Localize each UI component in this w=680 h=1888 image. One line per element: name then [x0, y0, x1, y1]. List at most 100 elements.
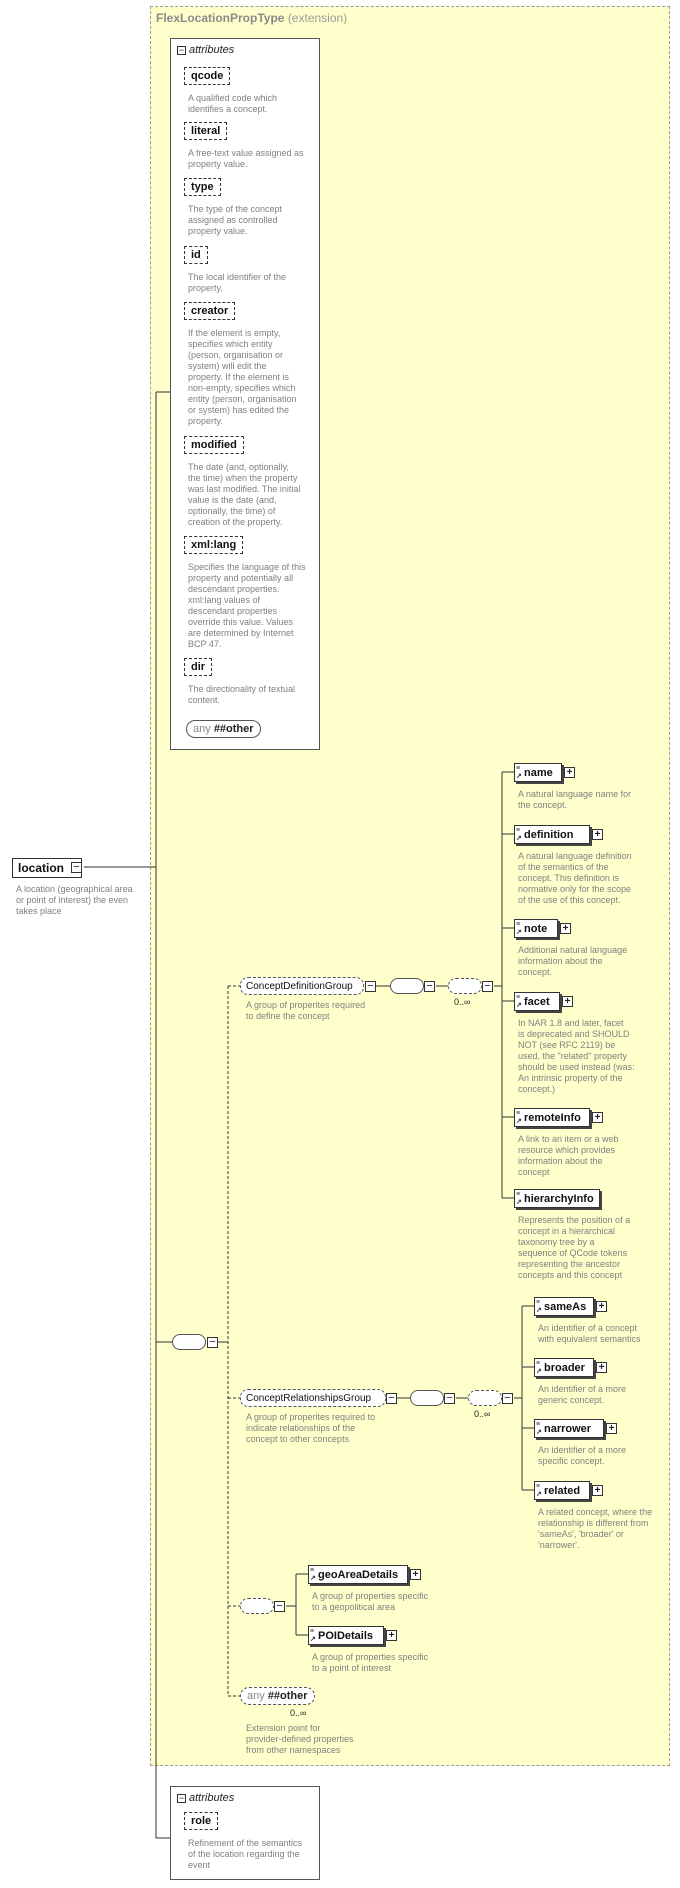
attribute-literal[interactable]: literal — [184, 122, 228, 140]
element-ref-icon: ↗ — [536, 1491, 542, 1498]
local-attributes-label: attributes — [189, 1792, 235, 1804]
description-line: optionally, the time) of — [188, 506, 276, 516]
element-sameas[interactable]: ≡↗sameAs — [534, 1297, 594, 1316]
element-note[interactable]: ≡↗note — [514, 919, 558, 938]
attribute-id[interactable]: id — [184, 246, 208, 264]
description-line: A natural language definition — [518, 851, 632, 861]
description-line: from other namespaces — [246, 1745, 341, 1755]
expand-icon[interactable]: + — [560, 923, 571, 934]
element-ref-icon: ↗ — [516, 1199, 522, 1206]
element-broader[interactable]: ≡↗broader — [534, 1358, 594, 1377]
expand-icon[interactable]: + — [606, 1423, 617, 1434]
element-remoteinfo[interactable]: ≡↗remoteInfo — [514, 1108, 590, 1127]
description-line: The local identifier of the — [188, 272, 287, 282]
crg-collapse-icon[interactable]: − — [386, 1393, 397, 1404]
root-collapse-icon[interactable]: − — [71, 862, 82, 873]
location-choice-compositor — [240, 1598, 274, 1614]
description-line: specifies which entity — [188, 339, 273, 349]
description-line: A group of properties specific — [312, 1652, 429, 1662]
description-line: A group of properties specific — [312, 1591, 429, 1601]
description-line: An identifier of a concept — [538, 1323, 638, 1333]
description-line: concept to other concepts — [246, 1434, 350, 1444]
expand-icon[interactable]: + — [564, 767, 575, 778]
description-line: of the semantics of the — [518, 862, 609, 872]
element-ref-icon: ↗ — [516, 1118, 522, 1125]
expand-icon[interactable]: + — [410, 1569, 421, 1580]
attribute-dir[interactable]: dir — [184, 658, 213, 676]
element-ref-icon: ↗ — [310, 1575, 316, 1582]
description-line: 'sameAs', 'broader' or — [538, 1529, 624, 1539]
description-line: representing the ancestor — [518, 1259, 621, 1269]
description-line: A qualified code which — [188, 93, 278, 103]
cdg-sequence-collapse-icon[interactable]: − — [424, 981, 435, 992]
description-line: is deprecated and SHOULD — [518, 1029, 630, 1039]
any-other-keyword: any — [247, 1690, 265, 1702]
element-type-icon: ≡ — [310, 1567, 315, 1574]
element-ref-icon: ↗ — [516, 1002, 522, 1009]
expand-icon[interactable]: + — [562, 996, 573, 1007]
crg-choice-collapse-icon[interactable]: − — [502, 1393, 513, 1404]
expand-icon[interactable]: + — [386, 1630, 397, 1641]
expand-icon[interactable]: + — [596, 1362, 607, 1373]
cdg-collapse-icon[interactable]: − — [365, 981, 376, 992]
description-line: indicate relationships of the — [246, 1423, 356, 1433]
expand-icon[interactable]: + — [592, 1485, 603, 1496]
attribute-type[interactable]: type — [184, 178, 221, 196]
element-label: related — [544, 1485, 581, 1497]
description-line: are determined by Internet — [188, 628, 294, 638]
description-line: xml:lang values of — [188, 595, 261, 605]
description-line: Refinement of the semantics — [188, 1838, 303, 1848]
attribute-qcode[interactable]: qcode — [184, 67, 231, 85]
local-attributes-header[interactable]: − attributes — [177, 1792, 234, 1804]
location-choice-collapse-icon[interactable]: − — [274, 1601, 285, 1612]
description-line: resource which provides — [518, 1145, 616, 1155]
description-line: information about the — [518, 956, 603, 966]
expand-icon[interactable]: + — [592, 829, 603, 840]
element-poidetails[interactable]: ≡↗POIDetails — [308, 1626, 384, 1645]
concept-definition-group[interactable]: ConceptDefinitionGroup — [240, 977, 364, 995]
crg-sequence-collapse-icon[interactable]: − — [444, 1393, 455, 1404]
attribute-role[interactable]: role — [184, 1812, 219, 1830]
element-related[interactable]: ≡↗related — [534, 1481, 590, 1500]
element-definition[interactable]: ≡↗definition — [514, 825, 590, 844]
element-name[interactable]: ≡↗name — [514, 763, 562, 782]
root-element-location[interactable]: location — [12, 858, 82, 878]
cdg-choice-collapse-icon[interactable]: − — [482, 981, 493, 992]
description-line: property value. — [188, 159, 248, 169]
element-type-icon: ≡ — [516, 827, 521, 834]
description-line: A group of properites required — [246, 1000, 366, 1010]
description-line: takes place — [16, 906, 62, 916]
description-line: concept. — [518, 967, 553, 977]
element-hierarchyinfo[interactable]: ≡↗hierarchyInfo — [514, 1189, 600, 1208]
attribute-xml-lang[interactable]: xml:lang — [184, 536, 244, 554]
element-label: name — [524, 767, 553, 779]
attributes-header[interactable]: − attributes — [177, 44, 234, 56]
description-line: An intrinsic property of the — [518, 1073, 623, 1083]
element-narrower[interactable]: ≡↗narrower — [534, 1419, 604, 1438]
description-line: An identifier of a more — [538, 1384, 627, 1394]
element-geoareadetails[interactable]: ≡↗geoAreaDetails — [308, 1565, 408, 1584]
description-line: specific concept. — [538, 1456, 605, 1466]
collapse-icon[interactable]: − — [177, 44, 186, 55]
any-other-element[interactable]: any ##other — [240, 1687, 315, 1705]
concept-relationships-group[interactable]: ConceptRelationshipsGroup — [240, 1389, 386, 1407]
main-sequence-collapse-icon[interactable]: − — [207, 1337, 218, 1348]
element-label: note — [524, 923, 548, 935]
element-type-icon: ≡ — [516, 765, 521, 772]
crg-occurs: 0..∞ — [474, 1409, 491, 1419]
attribute-creator[interactable]: creator — [184, 302, 236, 320]
expand-icon[interactable]: + — [592, 1112, 603, 1123]
element-label: narrower — [544, 1423, 592, 1435]
expand-icon[interactable]: + — [596, 1301, 607, 1312]
element-facet[interactable]: ≡↗facet — [514, 992, 560, 1011]
description-line: concepts and this concept — [518, 1270, 623, 1280]
description-line: property. — [188, 416, 223, 426]
attribute-modified[interactable]: modified — [184, 436, 244, 454]
local-collapse-icon[interactable]: − — [177, 1792, 186, 1803]
description-line: concept in a hierarchical — [518, 1226, 616, 1236]
